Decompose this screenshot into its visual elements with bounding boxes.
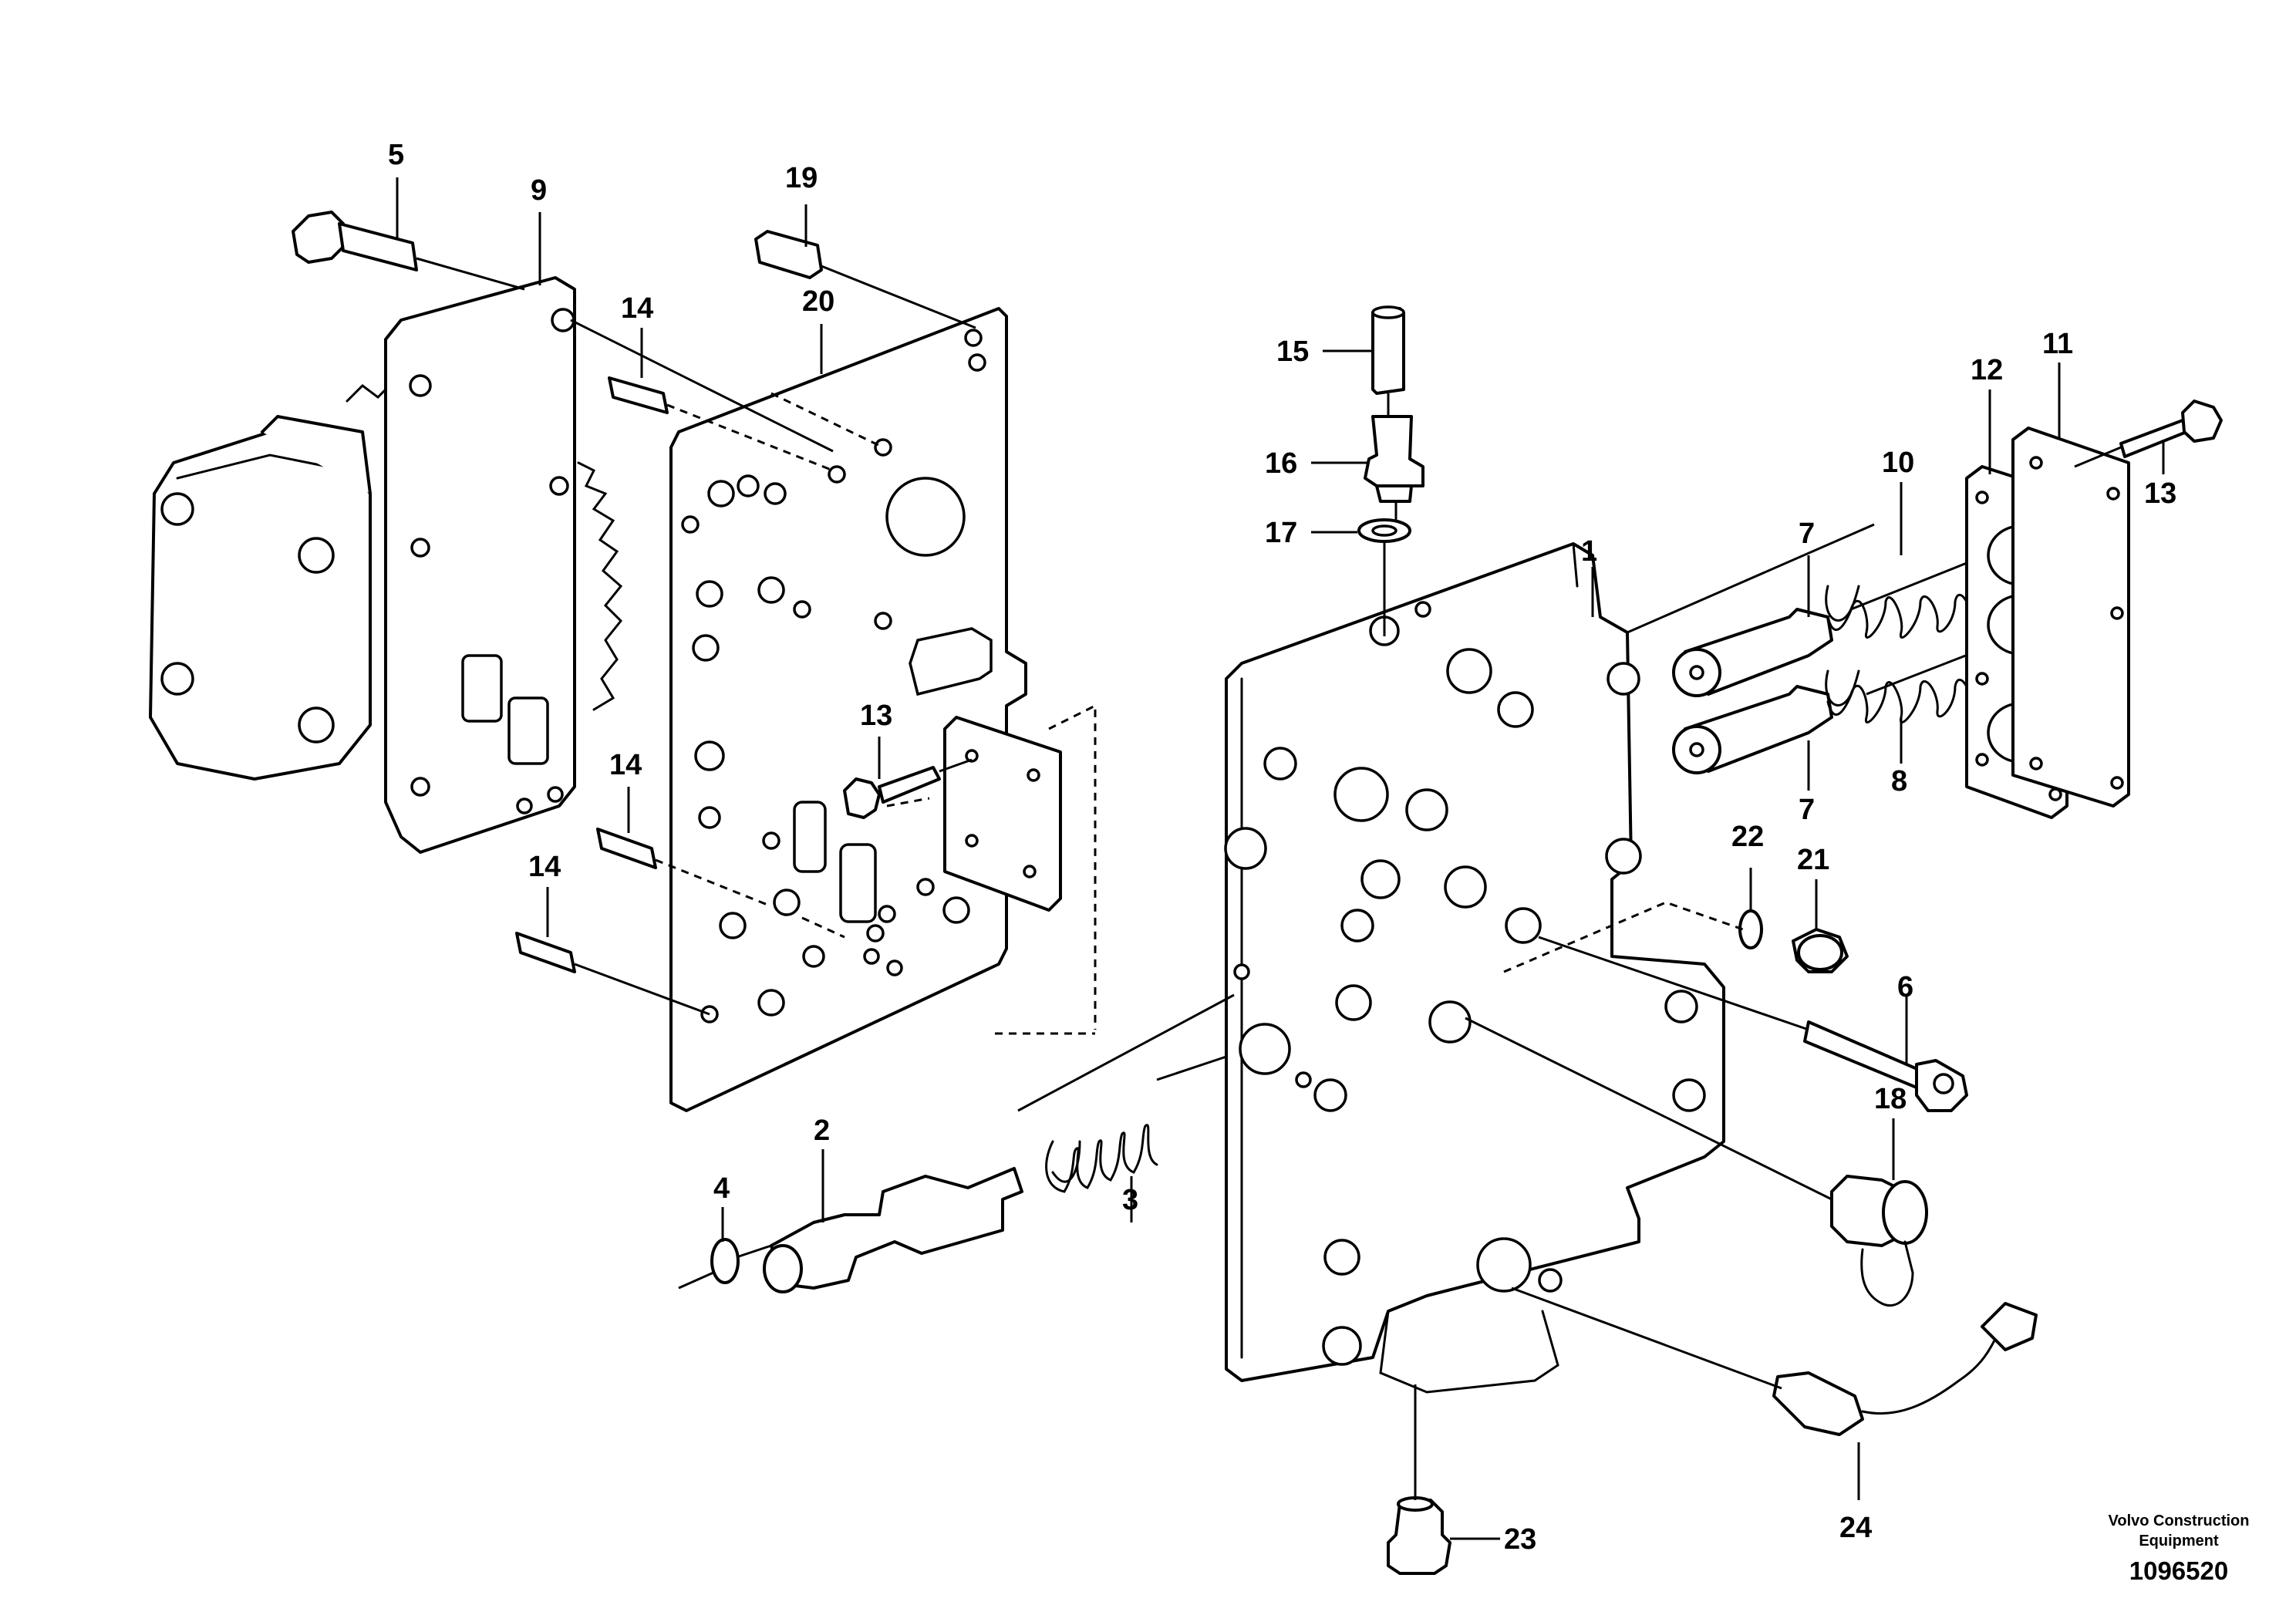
leader-19 (804, 204, 976, 329)
callout-4: 4 (713, 1172, 730, 1205)
plate-11 (2011, 427, 2130, 808)
callout-18: 18 (1874, 1083, 1907, 1115)
leader-1 (1591, 523, 1875, 634)
dowel-pin-14b (596, 828, 657, 869)
leader-13-center (878, 737, 973, 779)
brand-line-1: Volvo Construction (2109, 1512, 2250, 1529)
callout-14-bottom: 14 (528, 851, 561, 883)
leader-14a-solid (570, 319, 834, 453)
callout-7-lower: 7 (1799, 794, 1815, 826)
leader-16 (1311, 461, 1397, 521)
leader-14b-dashed (655, 858, 845, 939)
leader-14c (546, 887, 710, 1016)
sensor-24 (1772, 1302, 2038, 1436)
leader-22-dashed (1503, 901, 1744, 973)
callout-13-center: 13 (860, 700, 892, 732)
gasket-plate-20 (669, 307, 1027, 1112)
callout-16: 16 (1265, 447, 1297, 480)
callout-6: 6 (1897, 971, 1913, 1003)
callout-19: 19 (785, 162, 818, 194)
dowel-pin-14c (515, 932, 576, 973)
washer-17 (1357, 518, 1411, 543)
bolt-6 (1803, 1020, 1968, 1112)
spring-10 (1825, 585, 1973, 639)
fitting-16 (1364, 415, 1424, 503)
callout-17: 17 (1265, 517, 1297, 549)
spring-8 (1825, 669, 1973, 723)
leader-13-dashed (886, 703, 1097, 1035)
cap-15 (1371, 305, 1405, 395)
callout-8: 8 (1891, 765, 1907, 798)
leader-14a-dashed (666, 392, 884, 472)
callout-5: 5 (388, 139, 404, 171)
callout-15: 15 (1276, 336, 1309, 368)
callout-24: 24 (1839, 1512, 1872, 1544)
bolt-13-center (843, 766, 941, 819)
callout-14-middle: 14 (609, 749, 642, 781)
leader-18 (1465, 1017, 1895, 1201)
dowel-pin-14a (608, 376, 669, 414)
o-ring-4 (710, 1238, 740, 1284)
piston-7-lower (1672, 685, 1833, 774)
leader-17 (1311, 531, 1386, 636)
callout-20: 20 (802, 285, 834, 318)
callout-14-top: 14 (621, 292, 653, 325)
o-ring-22 (1738, 909, 1763, 949)
document-number: 1096520 (2129, 1556, 2228, 1585)
callout-10: 10 (1882, 447, 1914, 479)
bolt-13-right (2119, 400, 2223, 458)
leader-4 (678, 1207, 772, 1290)
callout-22: 22 (1731, 821, 1764, 853)
leader-6 (1538, 936, 1908, 1064)
callout-7-upper: 7 (1799, 518, 1815, 550)
callout-11: 11 (2042, 328, 2073, 360)
callout-23: 23 (1504, 1523, 1536, 1556)
callout-21: 21 (1797, 844, 1829, 876)
callout-3: 3 (1122, 1184, 1138, 1216)
callout-13-right: 13 (2144, 477, 2176, 510)
pump-assembly (149, 379, 623, 781)
leader-23 (1414, 1384, 1500, 1540)
plug-23 (1387, 1496, 1451, 1575)
spool-2 (763, 1167, 1023, 1293)
leader-5 (396, 177, 525, 291)
brand-line-2: Equipment (2139, 1533, 2219, 1549)
sensor-18 (1830, 1175, 1928, 1307)
bolt-5 (292, 211, 418, 271)
valve-housing-1 (1224, 542, 1725, 1394)
plug-21 (1792, 928, 1849, 973)
spring-3 (1045, 1124, 1158, 1193)
callout-9: 9 (531, 174, 547, 207)
cover-plate-9 (384, 276, 576, 854)
callout-1: 1 (1581, 535, 1597, 568)
leader-3 (1017, 993, 1235, 1222)
callout-2: 2 (814, 1114, 830, 1147)
piston-7-upper (1672, 608, 1833, 697)
callout-12: 12 (1971, 354, 2003, 386)
leader-13-right (2074, 440, 2165, 474)
pin-19 (754, 230, 823, 279)
leader-24 (1511, 1286, 1860, 1500)
small-plate (943, 716, 1062, 912)
